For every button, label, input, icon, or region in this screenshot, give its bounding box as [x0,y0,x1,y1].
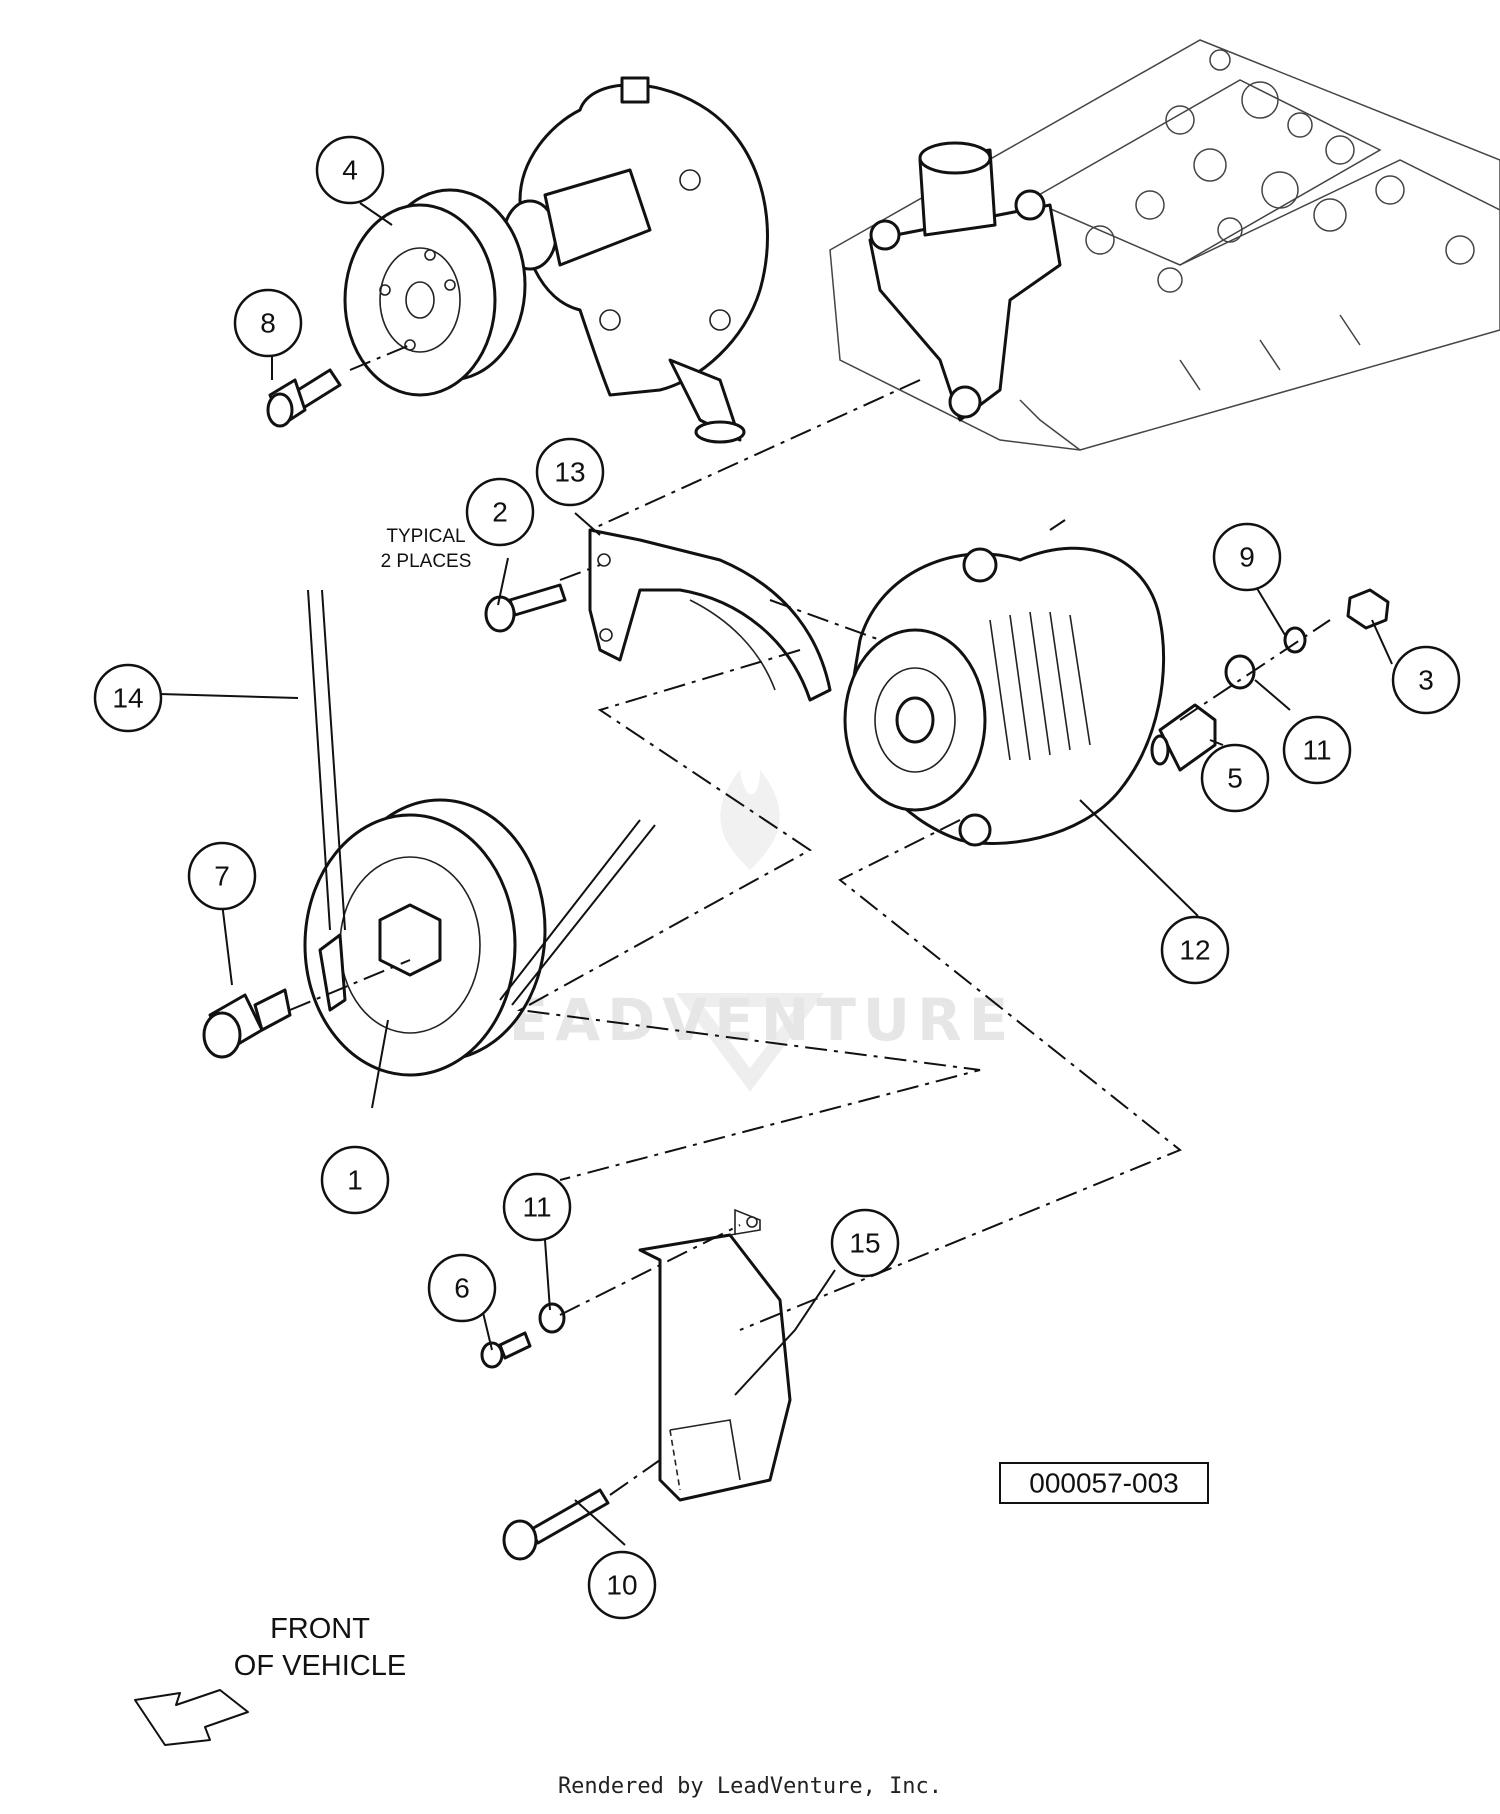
callout-4[interactable]: 4 [315,135,385,205]
callout-11-upper[interactable]: 11 [1282,715,1352,785]
assembly-centerlines [289,344,1331,1496]
water-pump [502,76,769,444]
front-label-line1: FRONT [270,1613,370,1645]
svg-text:7: 7 [214,861,230,892]
water-pump-pulley [343,188,527,397]
svg-text:5: 5 [1227,763,1243,794]
belt-guard [638,1208,792,1502]
watermark-text: LEADVENTURE [465,986,1016,1054]
callout-14[interactable]: 14 [93,663,163,733]
callout-10[interactable]: 10 [587,1550,657,1620]
svg-text:2: 2 [492,497,508,528]
callout-6[interactable]: 6 [427,1253,497,1323]
nut-3 [1346,588,1390,630]
bolt-7 [202,988,292,1059]
svg-text:13: 13 [554,457,585,488]
callout-7[interactable]: 7 [187,841,257,911]
svg-text:14: 14 [112,683,143,714]
bolt-6 [480,1331,532,1369]
thermostat-housing [868,141,1062,422]
svg-text:11: 11 [1302,735,1331,766]
drawing-number: 000057-003 [1029,1468,1178,1499]
typical-note-line1: TYPICAL [386,526,465,547]
callout-3[interactable]: 3 [1391,645,1461,715]
callout-1[interactable]: 1 [320,1145,390,1215]
callout-15[interactable]: 15 [830,1208,900,1278]
callout-13[interactable]: 13 [535,437,605,507]
typical-note-line2: 2 PLACES [381,551,472,572]
svg-text:8: 8 [260,308,276,339]
leadventure-logo-icon [676,770,824,1092]
bolt-8 [266,368,342,428]
svg-text:6: 6 [454,1273,470,1304]
render-credit: Rendered by LeadVenture, Inc. [557,1774,943,1799]
crank-pulley [303,798,547,1077]
bolt-2 [484,583,567,633]
drawing-number-box [999,1462,1209,1504]
callout-2[interactable]: 2 [465,477,535,547]
callout-8[interactable]: 8 [233,288,303,358]
front-label-line2: OF VEHICLE [234,1650,406,1682]
bolt-10 [502,1488,610,1561]
alternator [843,519,1166,847]
spacer-5 [1150,703,1217,772]
svg-text:12: 12 [1179,935,1210,966]
fan-belt [307,589,656,1006]
engine-head [829,39,1500,451]
front-arrow-icon [134,1689,249,1746]
callout-9[interactable]: 9 [1212,522,1282,592]
svg-text:15: 15 [849,1228,880,1259]
svg-text:4: 4 [342,155,358,186]
callout-11-lower[interactable]: 11 [502,1172,572,1242]
svg-text:3: 3 [1418,665,1434,696]
leader-lines [159,202,1393,1546]
callout-5[interactable]: 5 [1200,743,1270,813]
svg-text:10: 10 [606,1570,637,1601]
callout-12[interactable]: 12 [1160,915,1230,985]
svg-text:1: 1 [347,1165,363,1196]
washer-11-lower [538,1302,566,1334]
washer-11-upper [1224,654,1256,690]
svg-text:11: 11 [522,1192,551,1223]
alternator-bracket [588,528,832,702]
svg-text:9: 9 [1239,542,1255,573]
